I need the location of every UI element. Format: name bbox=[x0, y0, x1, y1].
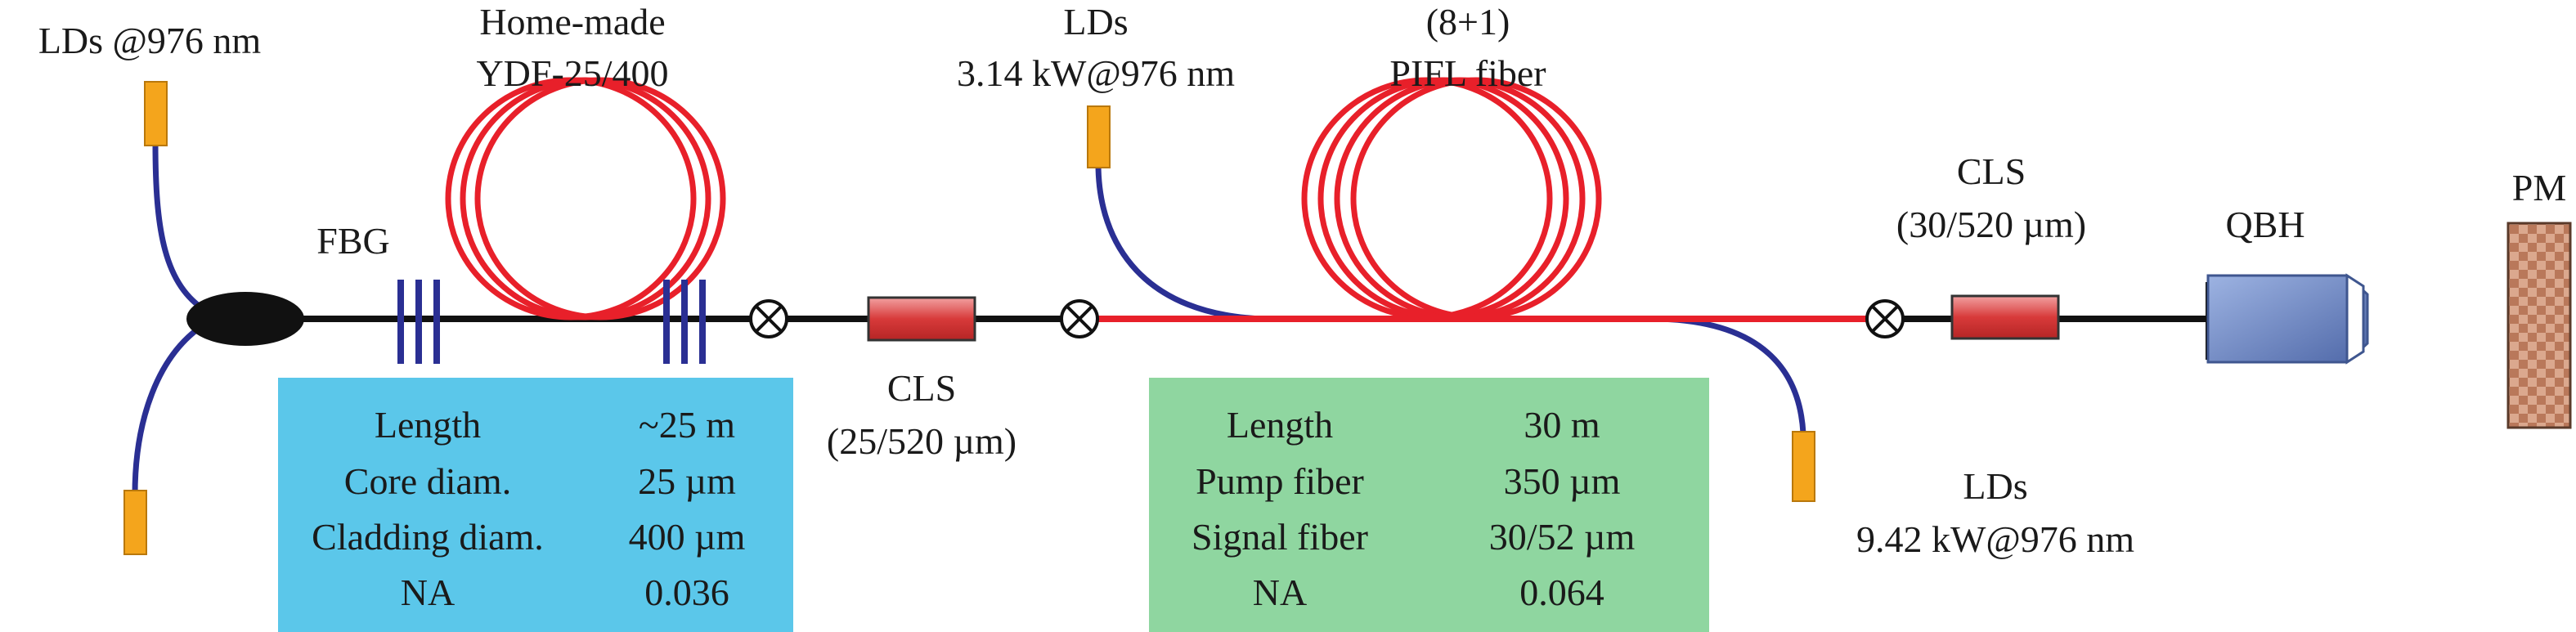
seed-pump-fiber-lower bbox=[132, 317, 213, 495]
qbh-label: QBH bbox=[2225, 204, 2304, 245]
pifl-table-param: Length bbox=[1227, 404, 1333, 446]
pifl-table-value: 30/52 µm bbox=[1489, 516, 1636, 558]
cls1-label-line1: CLS bbox=[887, 367, 956, 409]
seed-lds-label: LDs @976 nm bbox=[38, 20, 262, 61]
ydf-table-param: NA bbox=[401, 571, 455, 613]
ydf-table-param: Core diam. bbox=[344, 460, 511, 502]
pifl-label-line1: (8+1) bbox=[1426, 1, 1510, 43]
pifl-table-value: 30 m bbox=[1524, 404, 1600, 446]
laser-diode-seed-upper bbox=[144, 81, 168, 146]
ydf-table-value: ~25 m bbox=[639, 404, 735, 446]
fbg-label: FBG bbox=[316, 220, 389, 262]
pifl-label-line2: PIFL fiber bbox=[1389, 52, 1546, 94]
backward-lds-label-line2: 9.42 kW@976 nm bbox=[1856, 518, 2134, 560]
ydf-parameter-table: Length ~25 m Core diam. 25 µm Cladding d… bbox=[278, 378, 793, 632]
cls-stripper-2 bbox=[1950, 294, 2060, 340]
pifl-table-param: Signal fiber bbox=[1192, 516, 1368, 558]
cls2-label-line1: CLS bbox=[1957, 150, 2026, 192]
forward-lds-label-line1: LDs bbox=[1063, 1, 1128, 43]
backward-lds-label-line1: LDs bbox=[1963, 465, 2027, 507]
ydf-label-line1: Home-made bbox=[479, 1, 665, 43]
cls2-label-line2: (30/520 µm) bbox=[1896, 204, 2086, 245]
ydf-label-line2: YDF-25/400 bbox=[476, 52, 668, 94]
pifl-table-background bbox=[1149, 378, 1709, 632]
forward-lds-label-line2: 3.14 kW@976 nm bbox=[957, 52, 1235, 94]
pifl-coil bbox=[1301, 77, 1602, 320]
fbg-output-coupler bbox=[663, 280, 706, 364]
ydf-table-param: Cladding diam. bbox=[312, 516, 544, 558]
qbh-output-head bbox=[2206, 273, 2369, 365]
laser-diode-forward bbox=[1087, 105, 1111, 168]
cls-stripper-1 bbox=[867, 296, 976, 342]
pifl-parameter-table: Length 30 m Pump fiber 350 µm Signal fib… bbox=[1149, 378, 1709, 632]
pifl-table-value: 350 µm bbox=[1504, 460, 1621, 502]
seed-pump-fiber-upper bbox=[152, 142, 210, 316]
pump-combiner bbox=[186, 292, 304, 346]
pm-label: PM bbox=[2512, 167, 2566, 208]
pifl-table-param: NA bbox=[1253, 571, 1307, 613]
power-meter bbox=[2506, 222, 2572, 429]
laser-diode-seed-lower bbox=[123, 490, 147, 555]
ydf-table-background bbox=[278, 378, 793, 632]
ydf-table-value: 0.036 bbox=[644, 571, 729, 613]
ydf-table-value: 400 µm bbox=[629, 516, 746, 558]
splice-point-1 bbox=[749, 299, 788, 338]
laser-diode-backward bbox=[1792, 431, 1815, 502]
fbg-high-reflector bbox=[397, 280, 440, 364]
ydf-table-param: Length bbox=[375, 404, 481, 446]
pifl-table-param: Pump fiber bbox=[1196, 460, 1364, 502]
ydf-coil bbox=[445, 77, 726, 320]
forward-pump-fiber bbox=[1095, 163, 1264, 322]
splice-point-3 bbox=[1865, 299, 1905, 338]
ydf-table-value: 25 µm bbox=[638, 460, 736, 502]
splice-point-2 bbox=[1060, 299, 1099, 338]
pifl-table-value: 0.064 bbox=[1519, 571, 1604, 613]
cls1-label-line2: (25/520 µm) bbox=[827, 420, 1016, 462]
